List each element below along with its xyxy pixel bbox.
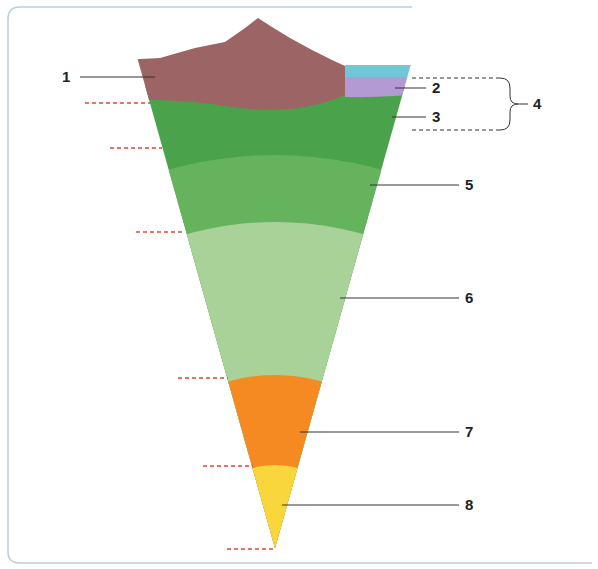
callout-number: 7	[465, 423, 473, 441]
callout-number: 3	[432, 108, 440, 126]
continental-crust	[121, 18, 345, 110]
leader-lines	[80, 77, 459, 505]
depth-markers	[85, 103, 275, 549]
lithosphere-mantle	[0, 68, 598, 569]
upper-mantle	[0, 155, 598, 569]
callout-number: 1	[62, 68, 70, 86]
callout-number: 5	[465, 176, 473, 194]
callout-number: 4	[533, 95, 541, 113]
callout-number: 8	[465, 496, 473, 514]
lower-mantle	[0, 222, 598, 569]
callout-number: 6	[465, 289, 473, 307]
bracket	[412, 78, 528, 130]
oceanic-crust	[345, 77, 435, 97]
inner-core	[192, 465, 358, 569]
outer-core	[102, 375, 448, 569]
callout-number: 2	[432, 79, 440, 97]
ocean-water	[345, 65, 435, 77]
